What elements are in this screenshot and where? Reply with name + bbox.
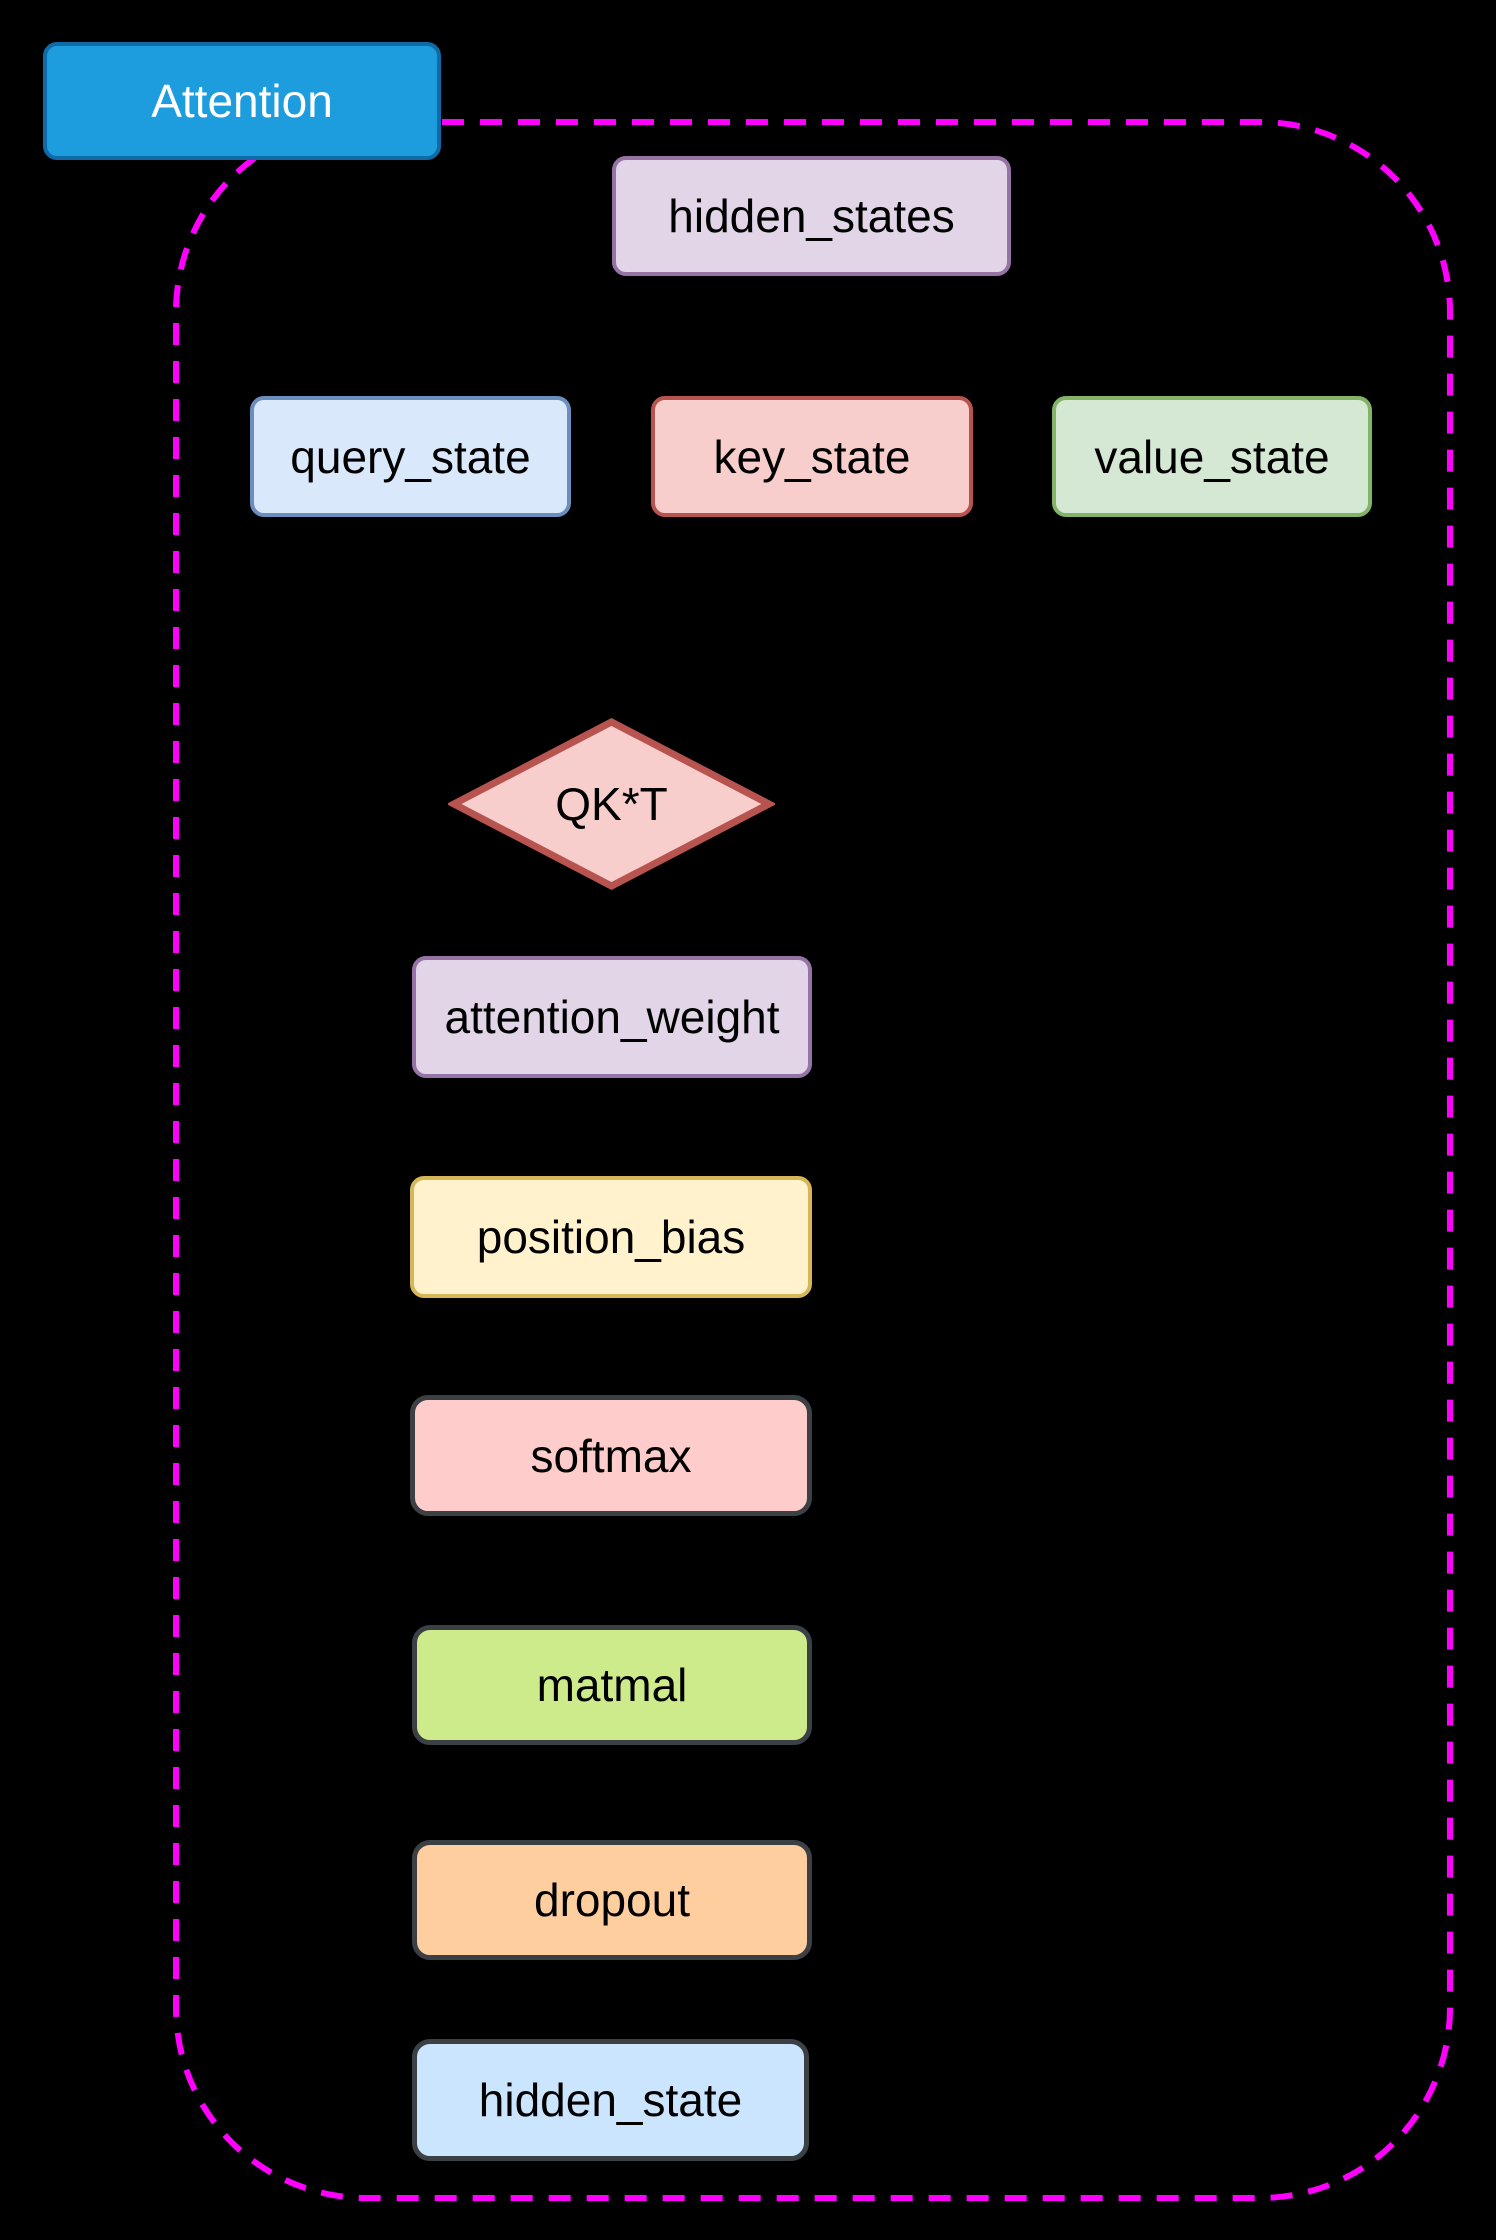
- diamond-shape: [448, 718, 775, 890]
- node-hidden-state[interactable]: hidden_state: [412, 2039, 809, 2161]
- node-label: matmal: [536, 1659, 688, 1711]
- node-label: softmax: [530, 1429, 692, 1482]
- node-label: value_state: [1094, 430, 1330, 483]
- node-label: key_state: [713, 430, 911, 483]
- dashed-boundary-rect: [173, 119, 1453, 2201]
- node-dropout[interactable]: dropout: [412, 1840, 812, 1960]
- node-label: position_bias: [476, 1211, 746, 1263]
- node-query-state[interactable]: query_state: [250, 396, 571, 517]
- node-label: Attention: [151, 75, 333, 127]
- node-qkt-diamond[interactable]: QK*T: [448, 717, 775, 891]
- node-value-state[interactable]: value_state: [1052, 396, 1372, 517]
- node-label: QK*T: [555, 778, 668, 830]
- node-label: hidden_states: [668, 190, 955, 242]
- node-label: dropout: [533, 1874, 690, 1926]
- node-label: hidden_state: [478, 2074, 743, 2126]
- node-attention-weight[interactable]: attention_weight: [412, 956, 812, 1078]
- node-key-state[interactable]: key_state: [651, 396, 973, 517]
- node-label: query_state: [290, 430, 531, 483]
- node-matmal[interactable]: matmal: [412, 1625, 812, 1745]
- node-softmax[interactable]: softmax: [410, 1395, 812, 1516]
- node-label: attention_weight: [444, 991, 780, 1043]
- node-hidden-states[interactable]: hidden_states: [612, 156, 1011, 276]
- node-position-bias[interactable]: position_bias: [410, 1176, 812, 1298]
- attention-title-box[interactable]: Attention: [43, 42, 441, 160]
